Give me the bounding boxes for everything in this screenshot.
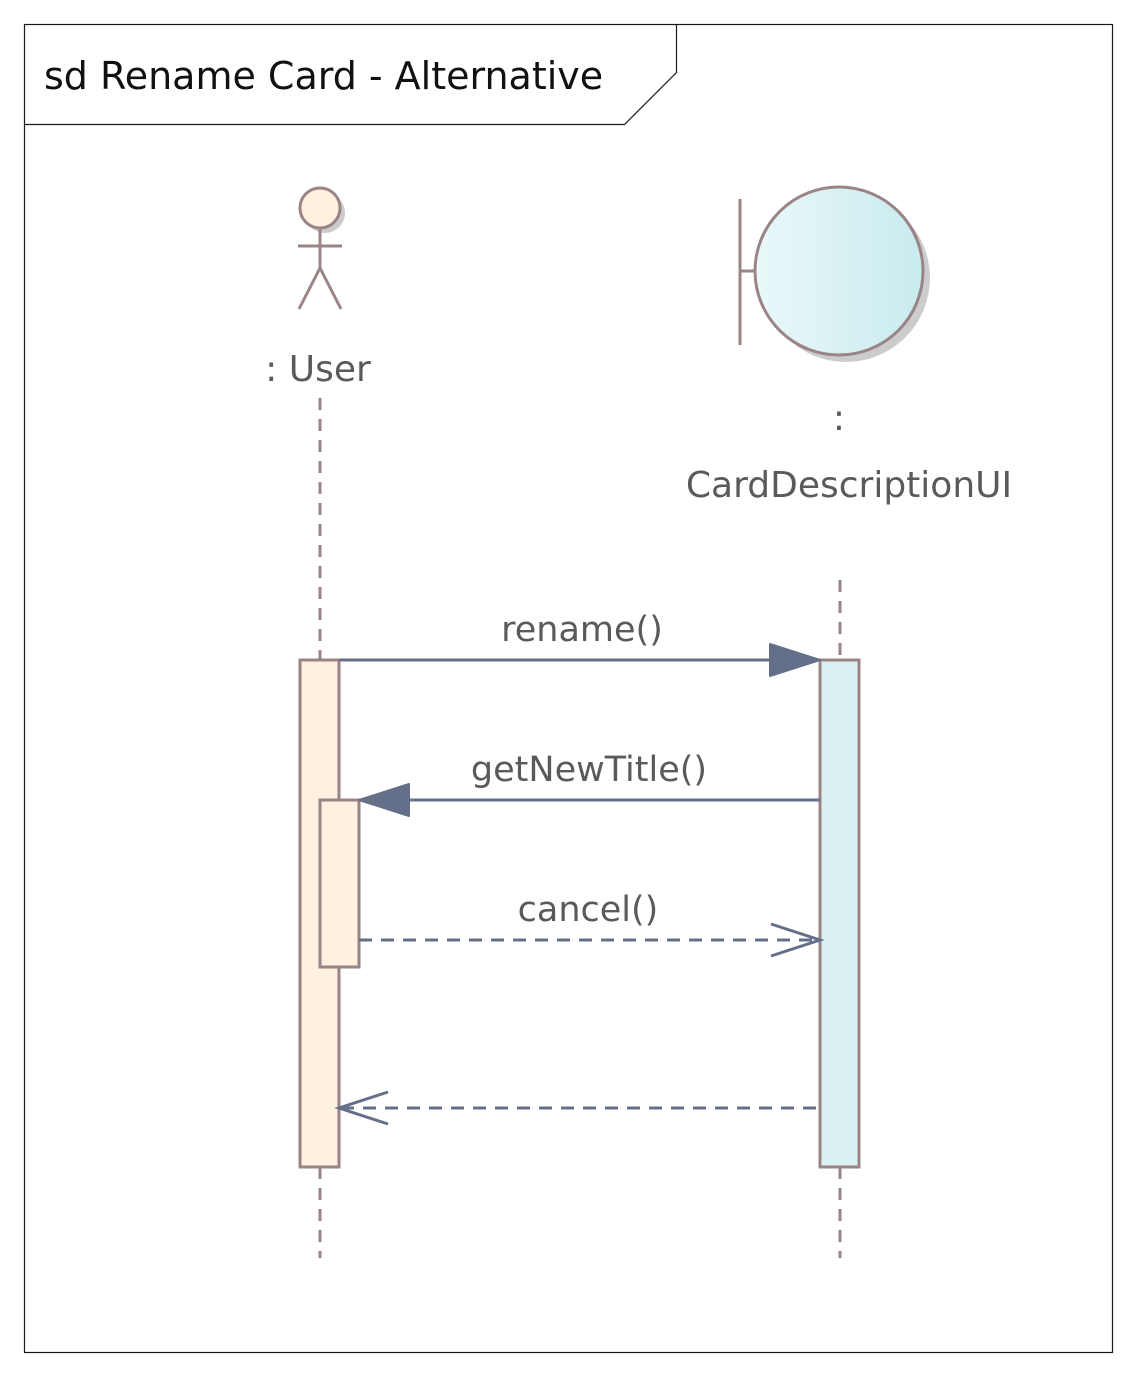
frame-title-tab [24, 24, 678, 126]
message-cancel-label: cancel() [518, 890, 659, 930]
actor-icon [297, 186, 345, 310]
lifeline-card-description-ui[interactable]: : CardDescriptionUI [686, 185, 1012, 1258]
boundary-circle [753, 185, 925, 357]
message-rename[interactable]: rename() [339, 610, 821, 677]
message-cancel-arrowhead [770, 922, 825, 958]
message-cancel[interactable]: cancel() [359, 890, 825, 958]
message-rename-label: rename() [501, 610, 663, 650]
actor-head [298, 186, 342, 230]
activation-ui [818, 658, 861, 1169]
message-return-arrowhead [334, 1090, 389, 1126]
interaction-frame: sd Rename Card - Alternative [23, 23, 1114, 1354]
lifeline-user-label: : User [265, 349, 371, 390]
lifeline-user[interactable]: : User [265, 186, 371, 1258]
message-get-new-title[interactable]: getNewTitle() [358, 750, 820, 817]
lifeline-ui-label-colon: : [833, 398, 845, 439]
message-get-new-title-label: getNewTitle() [471, 750, 707, 790]
message-return[interactable] [334, 1090, 820, 1126]
boundary-icon [738, 185, 930, 362]
frame-border [23, 23, 1114, 1354]
lifeline-ui-label-name: CardDescriptionUI [686, 465, 1012, 506]
actor-right-leg [318, 267, 343, 310]
message-get-new-title-arrowhead [358, 783, 410, 817]
actor-left-leg [297, 267, 322, 310]
message-rename-arrowhead [769, 643, 821, 677]
frame-title: sd Rename Card - Alternative [44, 54, 603, 98]
activation-user-nested [318, 798, 361, 969]
